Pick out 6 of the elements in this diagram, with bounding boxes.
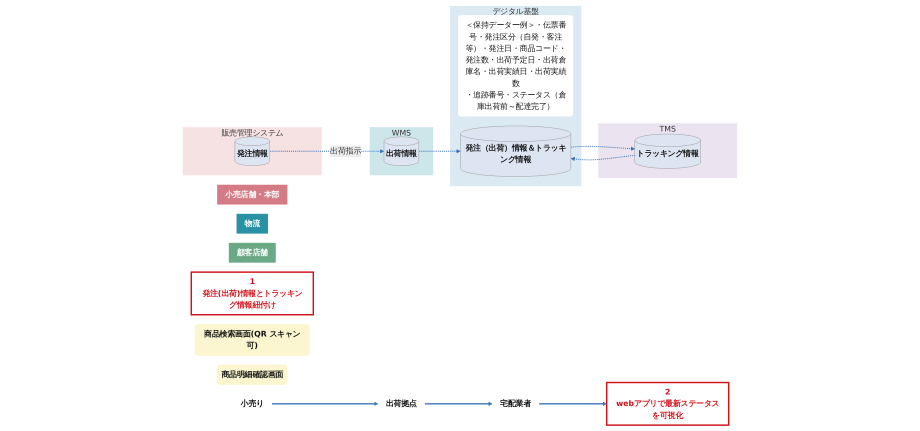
arrow xyxy=(538,402,607,406)
arrow xyxy=(424,402,493,406)
arrow xyxy=(272,402,378,406)
arrow xyxy=(570,146,635,151)
arrow xyxy=(570,154,636,162)
arrow xyxy=(418,149,461,154)
